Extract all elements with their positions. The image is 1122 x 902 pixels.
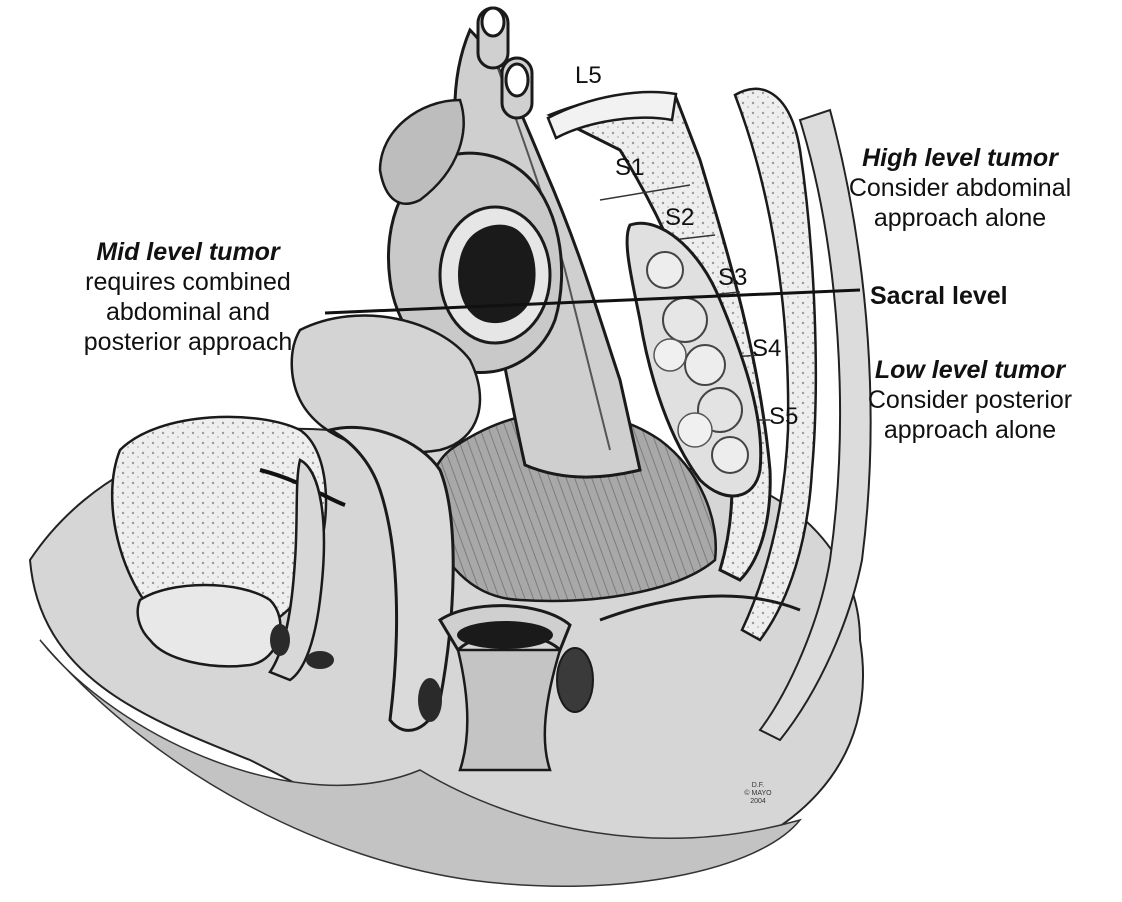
high-level-line-2: approach alone bbox=[800, 203, 1120, 233]
low-level-line-2: approach alone bbox=[820, 415, 1120, 445]
low-level-line-1: Consider posterior bbox=[820, 385, 1120, 415]
label-s5: S5 bbox=[769, 403, 798, 431]
label-s2: S2 bbox=[665, 204, 694, 232]
high-level-annotation: High level tumor Consider abdominal appr… bbox=[800, 144, 1120, 233]
high-level-line-1: Consider abdominal bbox=[800, 173, 1120, 203]
label-l5: L5 bbox=[575, 62, 602, 90]
mid-level-line-2: abdominal and bbox=[28, 297, 348, 327]
label-s4: S4 bbox=[752, 335, 781, 363]
low-level-title: Low level tumor bbox=[820, 356, 1120, 385]
credit-line-1: D.F. bbox=[728, 782, 788, 790]
mid-level-title: Mid level tumor bbox=[28, 238, 348, 267]
credit-line-3: 2004 bbox=[728, 798, 788, 806]
credit-line-2: © MAYO bbox=[728, 790, 788, 798]
mid-level-line-3: posterior approach bbox=[28, 327, 348, 357]
sphincter-mark-2 bbox=[306, 651, 334, 669]
sphincter-mark-3 bbox=[418, 678, 442, 722]
sphincter-mark-1 bbox=[270, 624, 290, 656]
sacral-level-label: Sacral level bbox=[870, 282, 1008, 311]
low-level-annotation: Low level tumor Consider posterior appro… bbox=[820, 356, 1120, 445]
mid-level-annotation: Mid level tumor requires combined abdomi… bbox=[28, 238, 348, 357]
high-level-title: High level tumor bbox=[800, 144, 1120, 173]
label-s1: S1 bbox=[615, 154, 644, 182]
label-s3: S3 bbox=[718, 264, 747, 292]
mid-level-line-1: requires combined bbox=[28, 267, 348, 297]
artist-credit: D.F. © MAYO 2004 bbox=[728, 782, 788, 806]
